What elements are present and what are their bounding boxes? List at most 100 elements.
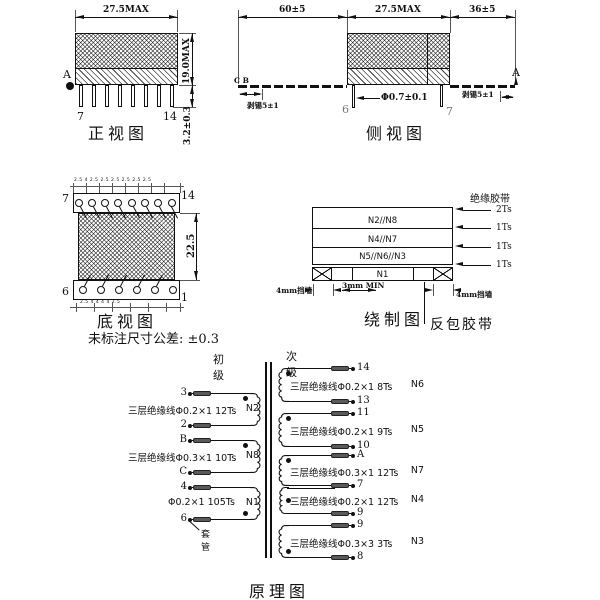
layer-divider xyxy=(312,247,453,248)
pin-hole xyxy=(128,199,136,207)
dim-line xyxy=(75,17,178,18)
terminal-dot xyxy=(188,438,192,443)
layer-divider xyxy=(312,228,453,229)
wire-spec: 三层绝缘线Φ0.2×1 12Ts xyxy=(290,497,399,508)
terminal-dot xyxy=(351,511,355,516)
tape-arrow-line xyxy=(463,246,491,248)
dim-line xyxy=(70,186,184,187)
terminal-dot xyxy=(188,470,192,475)
terminal-dot xyxy=(351,366,355,371)
arrow-left-icon xyxy=(333,287,341,292)
core-line xyxy=(265,362,267,558)
ext-line xyxy=(500,91,501,102)
front-body xyxy=(75,33,178,85)
dim-line xyxy=(342,290,376,291)
pin xyxy=(157,85,161,107)
tick xyxy=(112,303,113,312)
strip-left-label: 剥锡5±1 xyxy=(247,101,279,110)
polarity-dot xyxy=(286,458,291,463)
arrow-right-icon xyxy=(338,14,346,19)
dim-line xyxy=(196,213,197,280)
margin-right-label: 4mm挡墙 xyxy=(456,290,493,299)
wire-spec: Φ0.2×1 105Ts xyxy=(168,497,235,508)
coil xyxy=(278,454,289,486)
leader-line xyxy=(362,98,380,99)
tape-arrow-line xyxy=(463,209,491,211)
lead xyxy=(287,485,351,486)
layer-n2n8: N2//N8 xyxy=(367,216,398,226)
wire-spec: 三层绝缘线Φ0.3×3 3Ts xyxy=(290,539,393,550)
arrow-up-icon xyxy=(189,34,194,42)
dim-line xyxy=(192,33,193,107)
wire-spec: 三层绝缘线Φ0.2×1 12Ts xyxy=(128,406,237,417)
wire-spec: 三层绝缘线Φ0.3×1 12Ts xyxy=(290,468,399,479)
terminal-10: 10 xyxy=(357,440,370,451)
pin7-label: 7 xyxy=(62,192,69,205)
lead xyxy=(287,401,351,402)
ext-line xyxy=(450,10,451,33)
terminal-8: 8 xyxy=(357,551,364,562)
arrow-left-icon xyxy=(239,91,247,96)
tick xyxy=(166,303,167,312)
arrow-left-icon xyxy=(356,95,364,100)
tick xyxy=(73,183,74,193)
polarity-dot xyxy=(286,371,291,376)
arrow-right-icon xyxy=(368,287,376,292)
pin-hole xyxy=(169,286,177,294)
terminal-2: 2 xyxy=(180,419,187,430)
pin-dia-dim: Φ0.7±0.1 xyxy=(381,93,428,103)
sleeve xyxy=(331,482,349,488)
base-winding-n1: N1 xyxy=(376,270,389,280)
flange-line xyxy=(427,34,428,84)
front-width-dim: 27.5MAX xyxy=(103,5,149,15)
tick xyxy=(138,183,139,193)
tape-2ts: 2Ts xyxy=(496,205,512,215)
arrow-left-icon xyxy=(76,14,84,19)
coil xyxy=(278,367,289,402)
coil-hatch xyxy=(348,34,449,69)
arrow-down-icon xyxy=(193,271,198,279)
tape-1ts: 1Ts xyxy=(496,242,512,252)
terminal-dot xyxy=(351,483,355,488)
channel-top xyxy=(332,267,433,268)
bobbin-hatch xyxy=(348,68,449,84)
arrow-right-icon xyxy=(425,287,433,292)
tape-arrow-icon xyxy=(455,207,463,211)
body-height-dim: 22.5 xyxy=(186,233,197,258)
primary-label: 初级 xyxy=(213,353,224,382)
pin-hole xyxy=(133,286,141,294)
wrap-tape-label: 反包胶带 xyxy=(430,317,494,333)
sleeve xyxy=(193,469,211,475)
coil xyxy=(278,524,289,558)
winding-name: N5 xyxy=(410,424,424,435)
arrow-left-icon xyxy=(342,287,350,292)
tape-arrow-icon xyxy=(455,225,463,229)
ext-line xyxy=(177,10,178,32)
terminal-6: 6 xyxy=(180,513,187,524)
terminal-4: 4 xyxy=(180,481,187,492)
winding-name: N3 xyxy=(410,536,424,547)
wire-spec: 三层绝缘线Φ0.2×1 8Ts xyxy=(290,382,393,393)
layer-stack xyxy=(312,207,453,265)
sleeve xyxy=(331,452,349,458)
wire-cb-label: C B xyxy=(234,76,249,85)
margin-center-label: 3mm MIN xyxy=(342,281,385,290)
pin7 xyxy=(440,85,443,107)
arrow-up-icon xyxy=(189,86,194,94)
tape-arrow-icon xyxy=(455,244,463,248)
bobbin-hatch xyxy=(76,68,177,84)
terminal-11: 11 xyxy=(357,407,370,418)
pin6-label: 6 xyxy=(342,103,349,116)
terminal-dot xyxy=(188,485,192,490)
sleeve xyxy=(193,437,211,443)
sleeve xyxy=(331,554,349,560)
pin-hole xyxy=(79,286,87,294)
pin xyxy=(131,85,135,107)
terminal-dot xyxy=(351,523,355,528)
pin xyxy=(118,85,122,107)
pin xyxy=(144,85,148,107)
tick xyxy=(313,284,314,296)
